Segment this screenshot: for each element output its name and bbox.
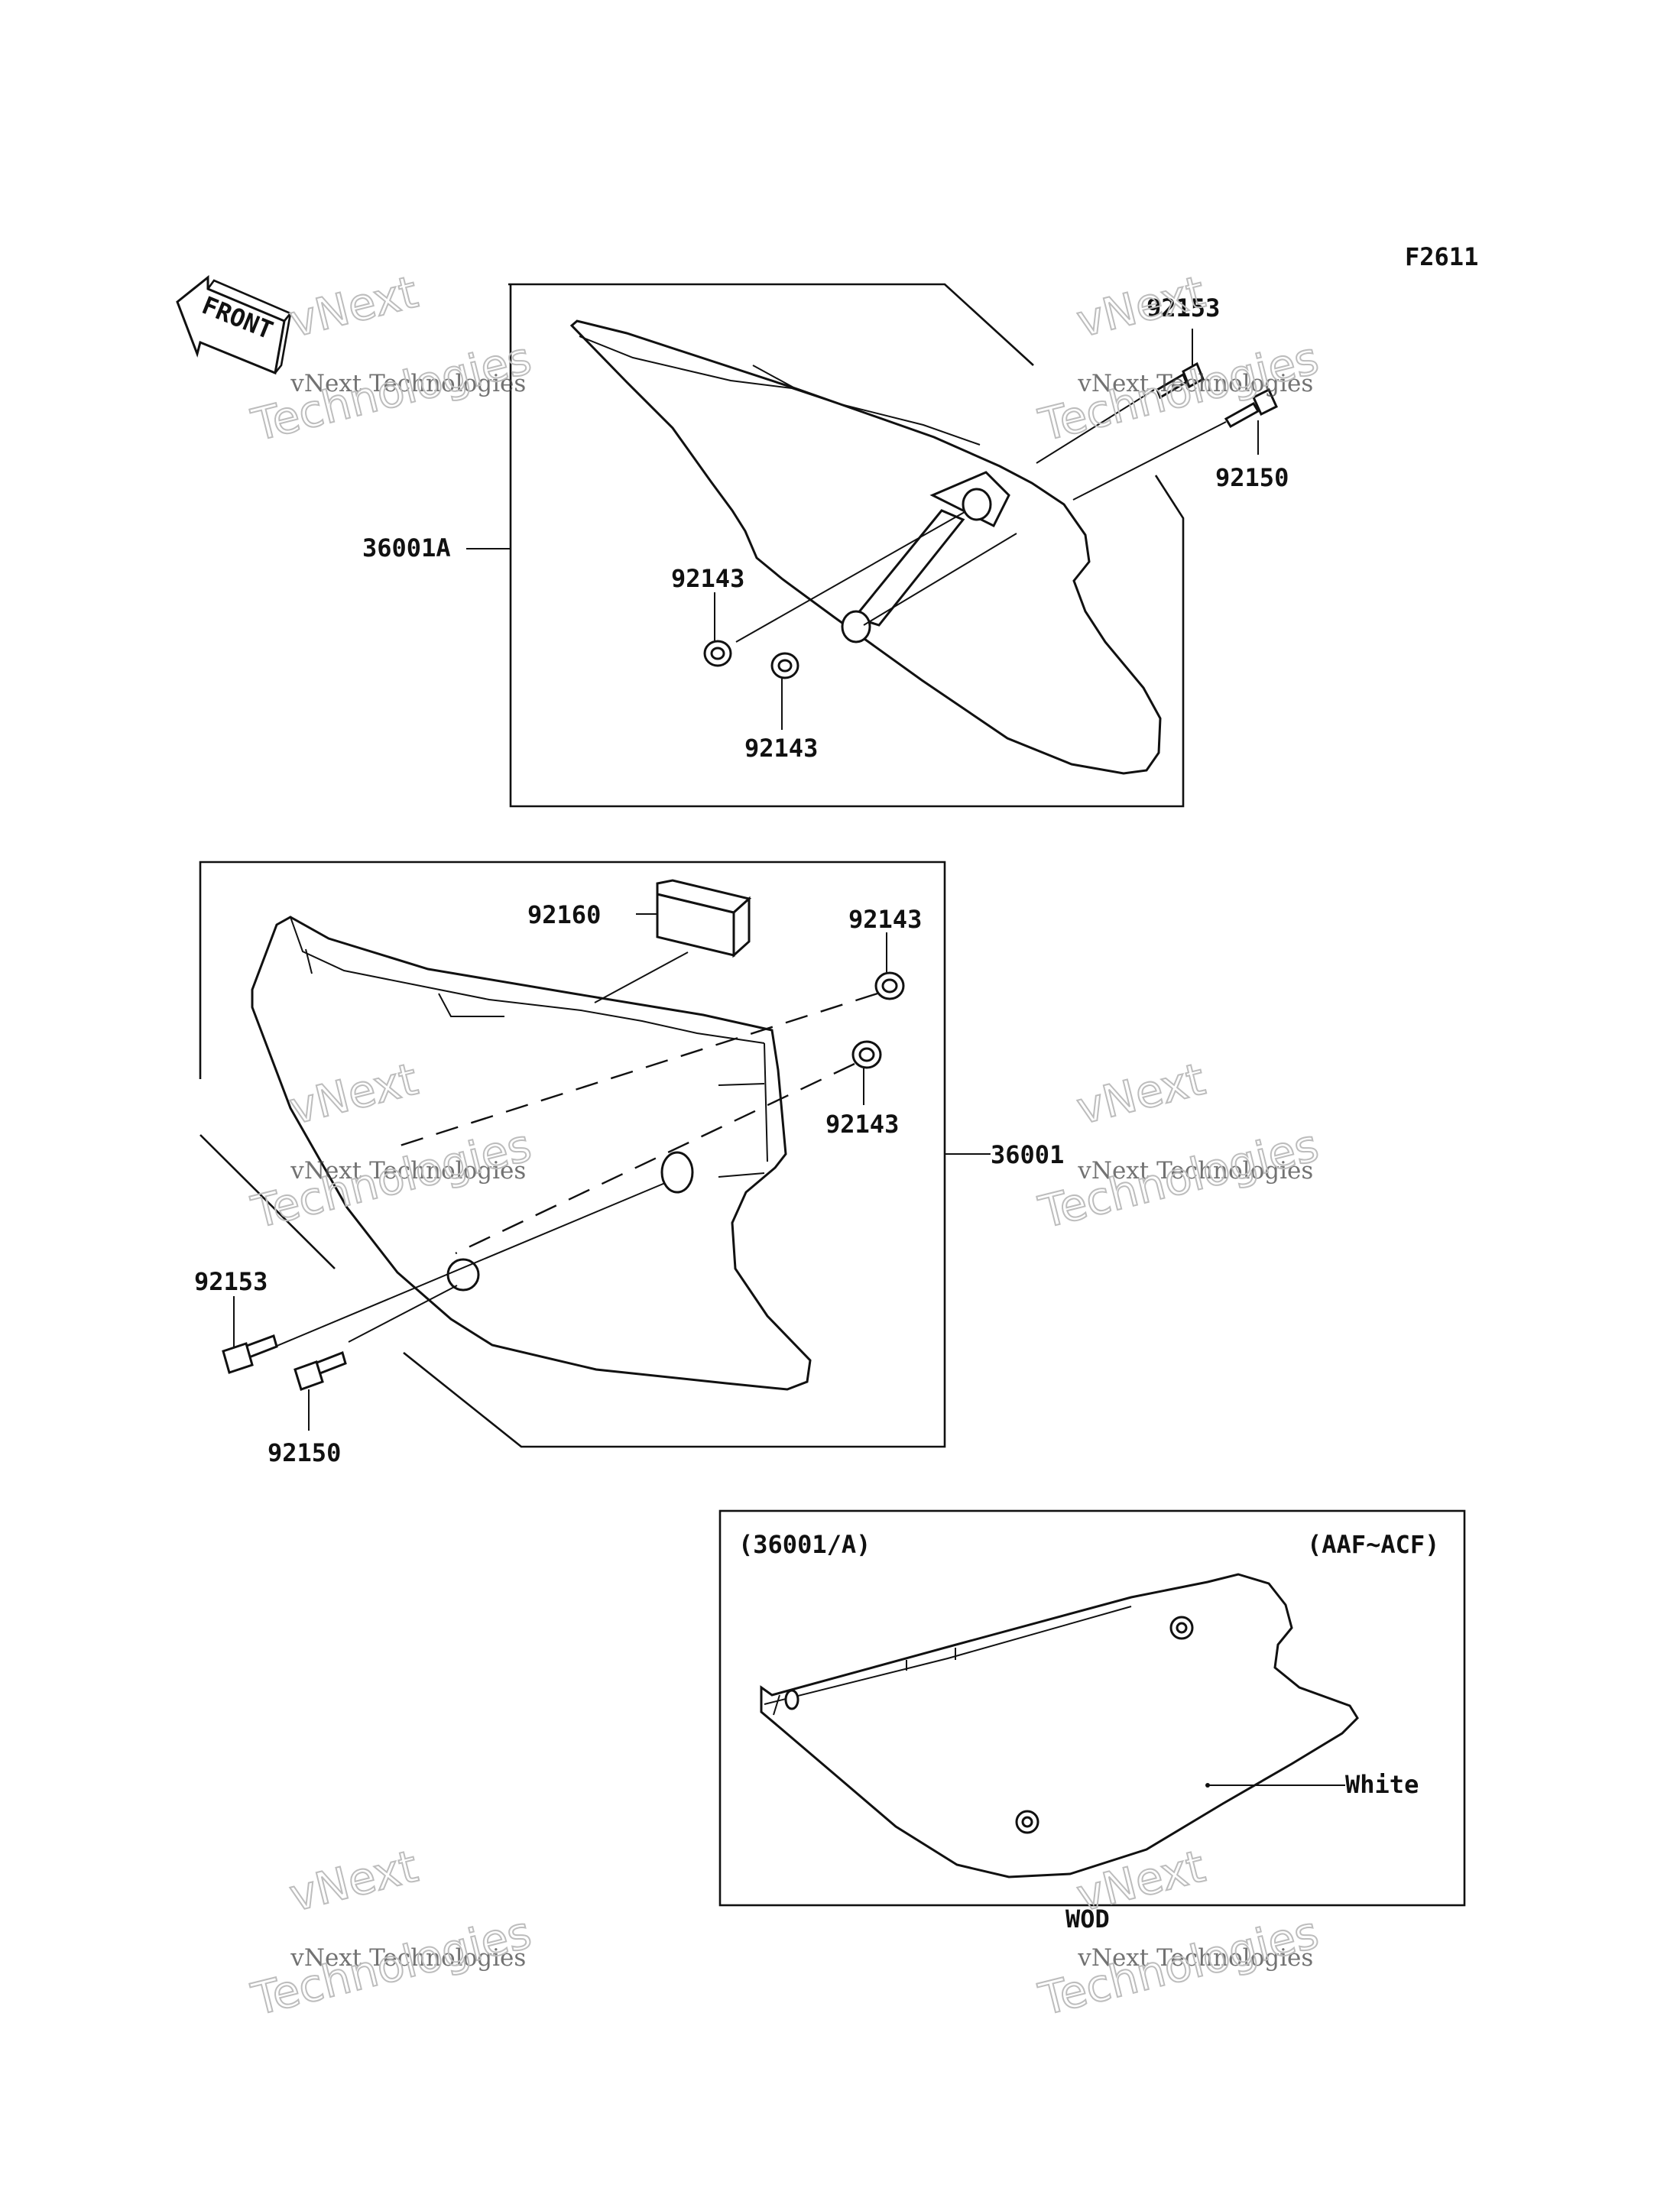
- label-92153-top: 92153: [1146, 293, 1220, 323]
- watermark-2: vNext vNext Technologies Technologies: [1033, 265, 1325, 452]
- color-code: WOD: [1065, 1904, 1110, 1934]
- inset-models: (AAF~ACF): [1307, 1530, 1439, 1559]
- label-92153-mid: 92153: [194, 1267, 268, 1296]
- svg-text:vNext: vNext: [1072, 266, 1210, 348]
- svg-text:Technologies: Technologies: [1034, 332, 1324, 451]
- bolt-92153-top: [1156, 361, 1205, 400]
- inset-panel: (36001/A) (AAF~ACF) White WOD: [718, 1509, 1466, 1934]
- label-92160: 92160: [527, 900, 601, 929]
- bolt-92150-top: [1224, 387, 1278, 429]
- svg-text:vNext Technologies: vNext Technologies: [1077, 1944, 1313, 1972]
- label-92143-b: 92143: [744, 734, 818, 763]
- svg-text:vNext Technologies: vNext Technologies: [290, 370, 526, 397]
- svg-text:vNext: vNext: [1072, 1053, 1210, 1135]
- middle-panel: 36001 92160 92143 92143: [194, 861, 1064, 1467]
- label-92143-d: 92143: [825, 1110, 899, 1139]
- inset-reference: (36001/A): [738, 1530, 871, 1559]
- svg-text:Technologies: Technologies: [247, 332, 537, 451]
- svg-text:vNext: vNext: [284, 266, 423, 348]
- front-arrow-icon: FRONT: [176, 274, 293, 375]
- pad-92160: [656, 879, 752, 958]
- top-panel: 36001A 92143 92143: [362, 283, 1289, 808]
- figure-id: F2611: [1405, 242, 1478, 271]
- svg-text:vNext Technologies: vNext Technologies: [290, 1944, 526, 1972]
- side-cover-36001a: [569, 319, 1162, 775]
- label-36001a: 36001A: [362, 533, 451, 562]
- bolt-92153-mid: [222, 1334, 278, 1374]
- svg-text:vNext Technologies: vNext Technologies: [1077, 1157, 1313, 1185]
- svg-text:Technologies: Technologies: [247, 1906, 537, 2025]
- side-cover-color-variant: [760, 1573, 1359, 1878]
- svg-text:vNext Technologies: vNext Technologies: [1077, 370, 1313, 397]
- label-92150-mid: 92150: [268, 1438, 341, 1467]
- svg-text:vNext: vNext: [284, 1840, 423, 1922]
- watermark-5: vNext vNext Technologies Technologies: [246, 1840, 537, 2027]
- label-92150-top: 92150: [1215, 463, 1289, 492]
- color-callout: White: [1345, 1770, 1419, 1799]
- svg-text:vNext Technologies: vNext Technologies: [290, 1157, 526, 1185]
- label-36001: 36001: [991, 1140, 1064, 1169]
- svg-text:Technologies: Technologies: [1034, 1119, 1324, 1238]
- bolt-92150-mid: [294, 1351, 347, 1391]
- label-92143-c: 92143: [848, 905, 922, 934]
- label-92143-a: 92143: [671, 564, 744, 593]
